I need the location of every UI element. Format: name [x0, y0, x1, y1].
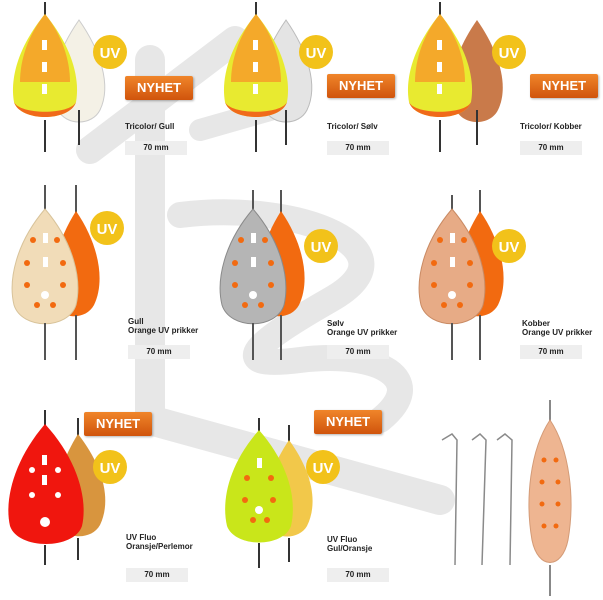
product-name: Gull	[128, 317, 144, 326]
product-card[interactable]: UV Sølv Orange UV prikker 70 mm	[201, 185, 402, 385]
uv-label: UV	[499, 45, 520, 62]
product-card[interactable]: UV NYHET Tricolor/ Kobber 70 mm	[402, 0, 603, 200]
spinner-lure-image: UV	[11, 185, 124, 360]
product-name-line2: Gul/Oransje	[327, 544, 373, 553]
product-name-line2: Orange UV prikker	[522, 328, 593, 337]
product-name-line2: Orange UV prikker	[327, 328, 398, 337]
product-size: 70 mm	[126, 568, 188, 582]
accessory-card[interactable]	[402, 400, 603, 600]
nyhet-badge: NYHET	[530, 74, 599, 98]
uv-label: UV	[97, 221, 118, 238]
product-name: Tricolor/ Gull	[125, 122, 175, 131]
product-name-line2: Oransje/Perlemor	[126, 542, 193, 551]
spinner-lure-image: UV	[8, 410, 127, 565]
uv-label: UV	[311, 239, 332, 256]
nyhet-badge: NYHET	[314, 410, 383, 434]
nyhet-badge: NYHET	[125, 76, 194, 100]
product-card[interactable]: UV Kobber Orange UV prikker 70 mm	[402, 185, 603, 385]
product-card[interactable]: UV NYHET Tricolor/ Sølv 70 mm	[201, 0, 402, 200]
product-name: UV Fluo	[126, 533, 157, 542]
spinner-lure-image: UV	[12, 2, 127, 152]
product-size: 70 mm	[128, 345, 190, 359]
uv-label: UV	[100, 45, 121, 62]
uv-label: UV	[306, 45, 327, 62]
product-card[interactable]: UV NYHET Tricolor/ Gull 70 mm	[0, 0, 201, 200]
spinner-lure-image: UV	[407, 2, 526, 152]
product-size: 70 mm	[125, 141, 187, 155]
product-size: 70 mm	[520, 141, 582, 155]
product-name: Tricolor/ Sølv	[327, 122, 378, 131]
product-size: 70 mm	[327, 141, 389, 155]
product-card[interactable]: UV Gull Orange UV prikker 70 mm	[0, 185, 201, 385]
product-name-line2: Orange UV prikker	[128, 326, 199, 335]
product-name: Sølv	[327, 319, 344, 328]
wire-and-spoon-image	[441, 400, 572, 596]
product-size: 70 mm	[327, 345, 389, 359]
spinner-lure-image: UV	[418, 190, 526, 360]
uv-label: UV	[100, 460, 121, 477]
product-name: UV Fluo	[327, 535, 358, 544]
product-card[interactable]: UV NYHET UV Fluo Oransje/Perlemor 70 mm	[0, 400, 201, 600]
product-name: Kobber	[522, 319, 550, 328]
product-name: Tricolor/ Kobber	[520, 122, 582, 131]
nyhet-badge: NYHET	[327, 74, 396, 98]
product-size: 70 mm	[327, 568, 389, 582]
uv-label: UV	[313, 460, 334, 477]
spinner-lure-image: UV	[225, 418, 340, 568]
spinner-lure-image: UV	[219, 190, 338, 360]
spinner-lure-image: UV	[223, 2, 333, 152]
product-size: 70 mm	[520, 345, 582, 359]
uv-label: UV	[499, 239, 520, 256]
product-card[interactable]: UV NYHET UV Fluo Gul/Oransje 70 mm	[201, 400, 402, 600]
nyhet-badge: NYHET	[84, 412, 153, 436]
